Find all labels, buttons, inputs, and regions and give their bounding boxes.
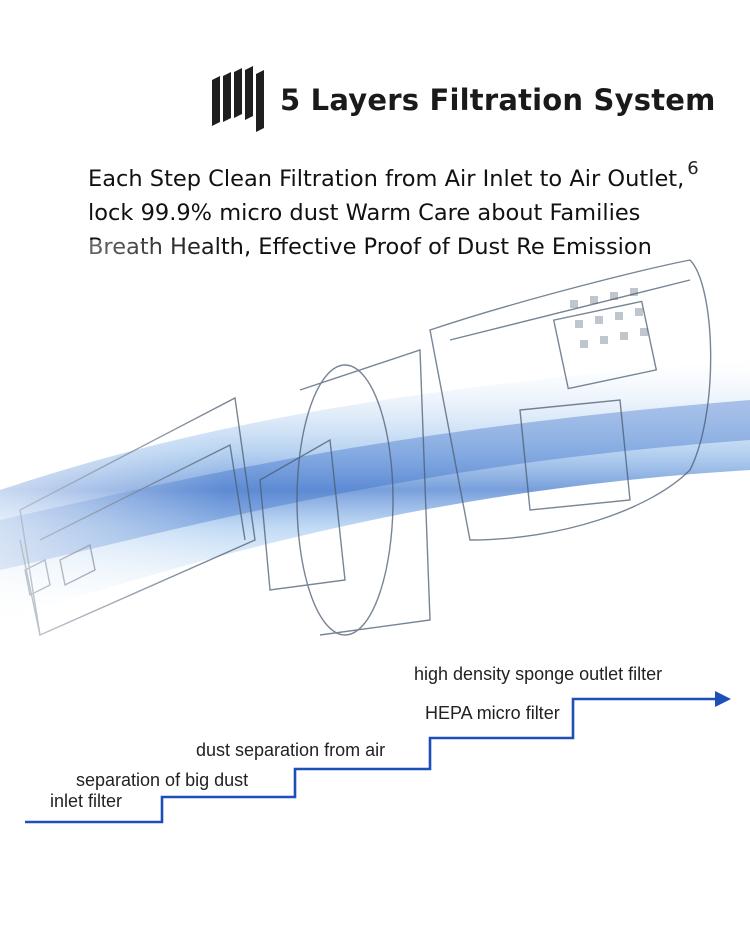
step-label-1: inlet filter: [50, 791, 123, 811]
description-line-1: Each Step Clean Filtration from Air Inle…: [88, 158, 699, 192]
header: 5 Layers Filtration System: [210, 66, 716, 134]
superscript-mark: 6: [687, 158, 699, 179]
step-label-5: high density sponge outlet filter: [414, 664, 663, 684]
page-title: 5 Layers Filtration System: [280, 83, 716, 117]
step-label-2: separation of big dust: [76, 770, 249, 790]
layers-filter-icon: [212, 66, 264, 132]
staircase-line: [25, 691, 731, 824]
description-line-2: lock 99.9% micro dust Warm Care about Fa…: [88, 200, 641, 226]
vacuum-cutaway-illustration: [0, 240, 750, 660]
step-label-4: HEPA micro filter: [425, 703, 560, 723]
step-label-3: dust separation from air: [196, 740, 386, 760]
arrow-head-icon: [715, 691, 731, 707]
filtration-steps-diagram: inlet filter separation of big dust dust…: [0, 650, 750, 840]
